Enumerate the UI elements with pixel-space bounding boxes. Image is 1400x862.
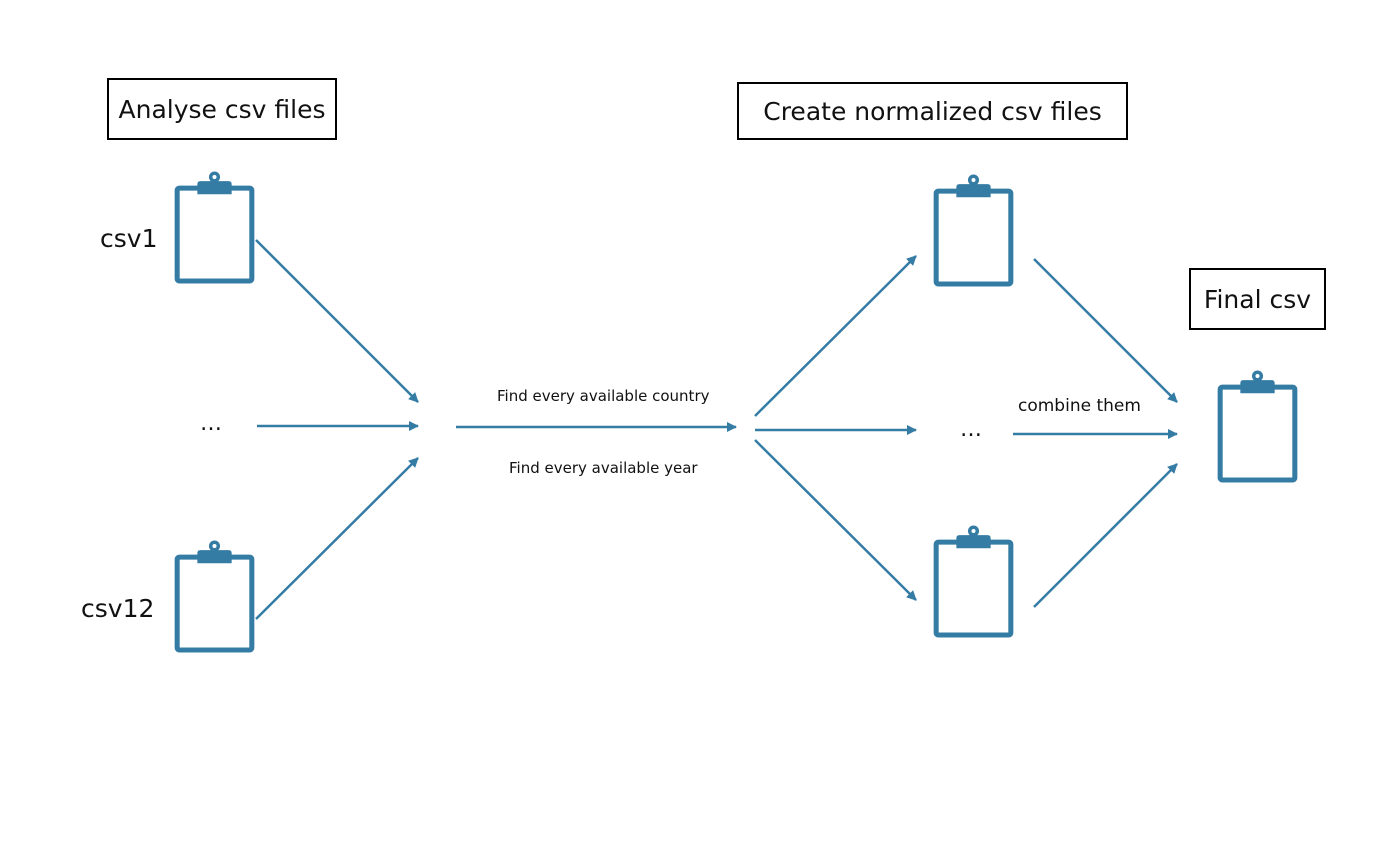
arrow-csv1-to-merge xyxy=(255,239,419,403)
csv12-clipboard-icon xyxy=(177,541,252,650)
csv12-label: csv12 xyxy=(81,594,155,623)
arrow-csv12-to-merge xyxy=(255,457,419,620)
arrow-to-normalized-bottom xyxy=(754,439,917,601)
csv1-label: csv1 xyxy=(100,224,158,253)
analyse-header-label: Analyse csv files xyxy=(118,94,326,124)
arrow-top-to-final xyxy=(1033,258,1178,403)
normalized-bottom-clipboard-icon xyxy=(936,526,1011,635)
find-year-label: Find every available year xyxy=(509,459,698,477)
final-header-label: Final csv xyxy=(1203,284,1312,314)
final-header: Final csv xyxy=(1189,268,1326,330)
normalized-ellipsis: … xyxy=(960,417,984,442)
find-country-label: Find every available country xyxy=(497,387,710,405)
input-ellipsis: … xyxy=(200,411,224,436)
normalize-header: Create normalized csv files xyxy=(737,82,1128,140)
normalize-header-label: Create normalized csv files xyxy=(763,96,1102,126)
combine-label: combine them xyxy=(1018,396,1141,416)
analyse-header: Analyse csv files xyxy=(107,78,337,140)
normalized-top-clipboard-icon xyxy=(936,175,1011,284)
csv1-clipboard-icon xyxy=(177,172,252,281)
arrow-bottom-to-final xyxy=(1033,463,1178,608)
final-clipboard-icon xyxy=(1220,371,1295,480)
arrow-to-normalized-top xyxy=(754,255,917,417)
